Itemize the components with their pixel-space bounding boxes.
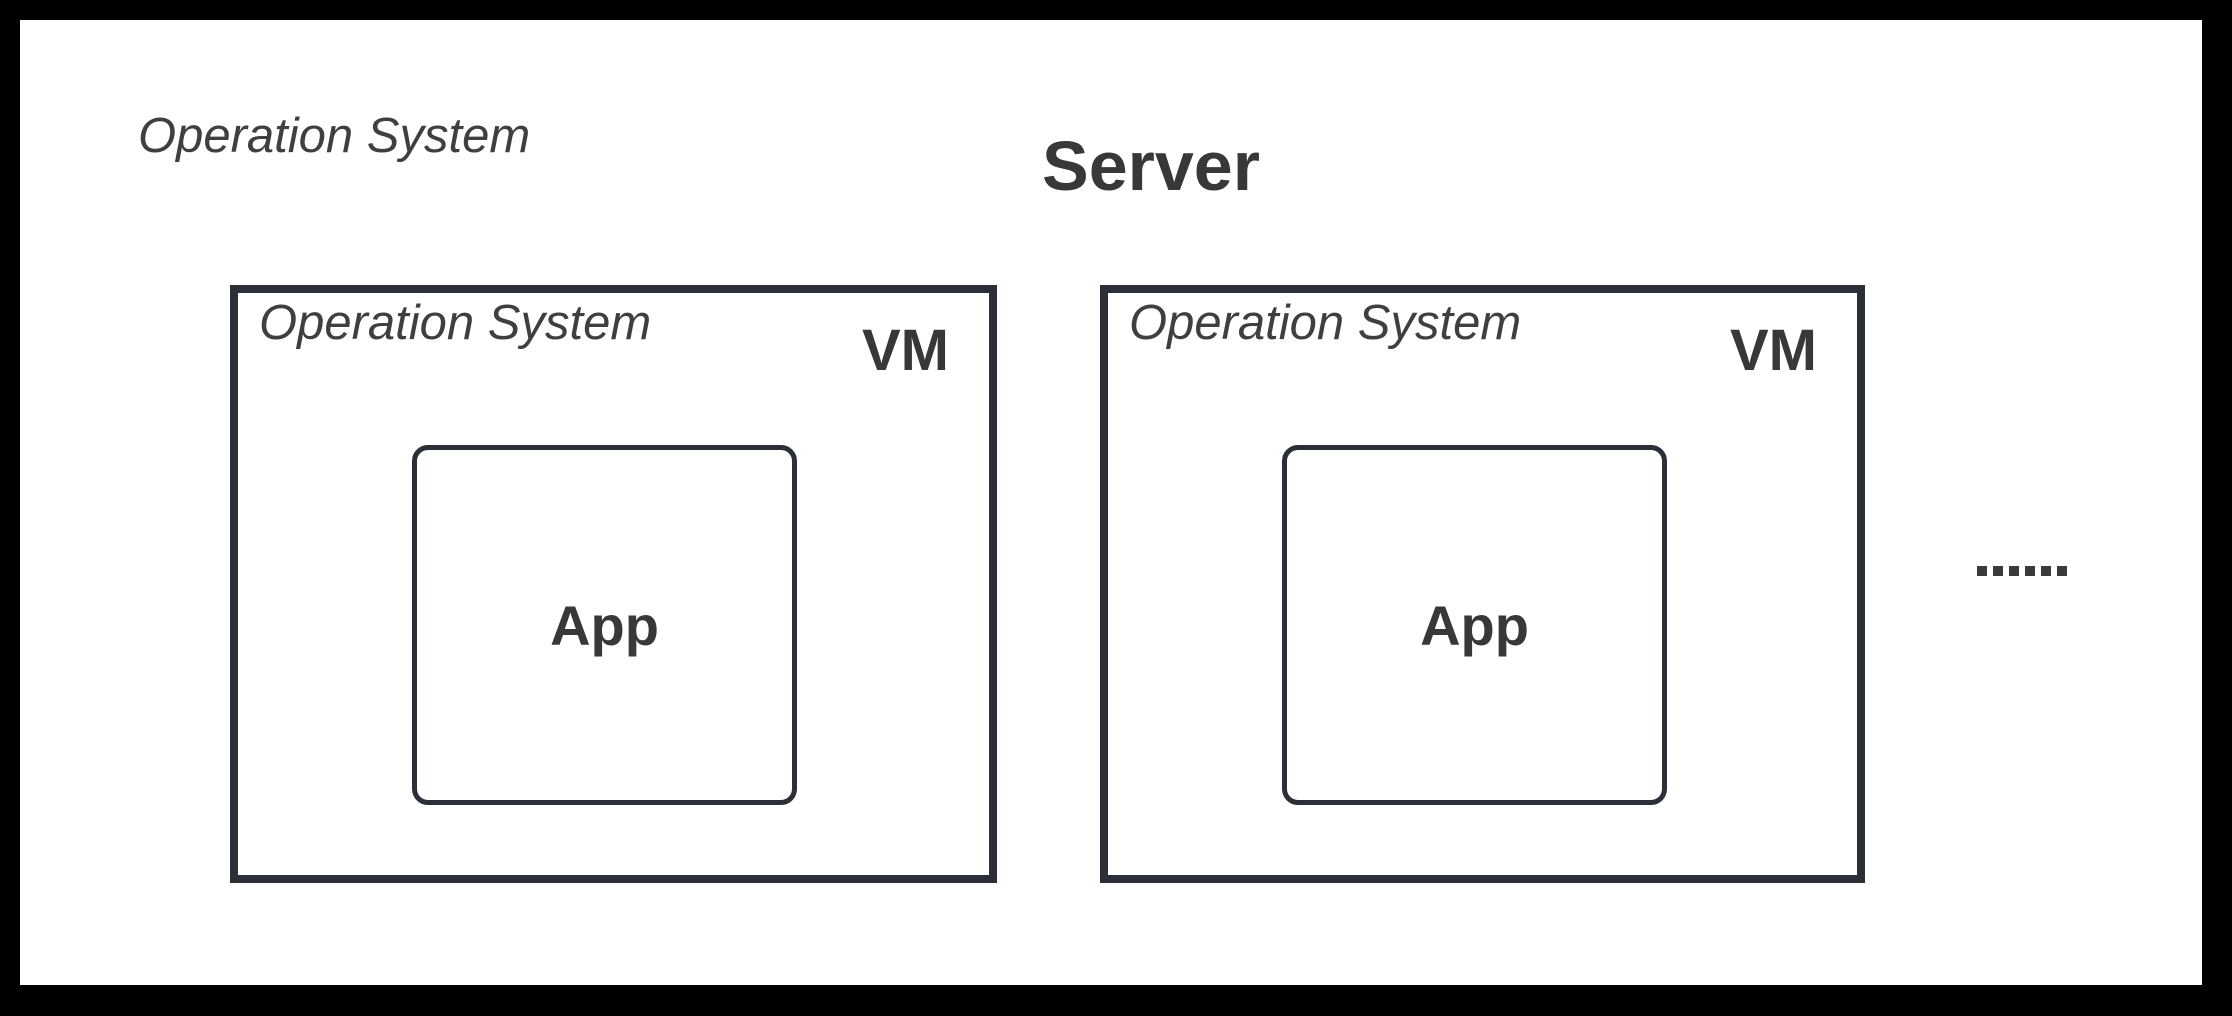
vm1-os-label: Operation System (259, 296, 652, 350)
server-os-label: Operation System (138, 109, 531, 163)
app1-label: App (550, 593, 659, 657)
app-box-1: App (412, 445, 797, 805)
server-container: Operation System Server Operation System… (20, 20, 2202, 985)
dot-icon (1977, 566, 1987, 576)
dot-icon (2041, 566, 2051, 576)
app-box-2: App (1282, 445, 1667, 805)
dot-icon (2057, 566, 2067, 576)
vm-box-2: Operation System VM App (1100, 285, 1865, 883)
vm2-title: VM (1730, 318, 1817, 383)
vm1-title: VM (862, 318, 949, 383)
vm2-os-label: Operation System (1129, 296, 1522, 350)
more-vms-ellipsis-icon (1977, 566, 2067, 576)
vm-box-1: Operation System VM App (230, 285, 997, 883)
dot-icon (2025, 566, 2035, 576)
dot-icon (1993, 566, 2003, 576)
dot-icon (2009, 566, 2019, 576)
app2-label: App (1420, 593, 1529, 657)
server-title: Server (1042, 127, 1260, 205)
